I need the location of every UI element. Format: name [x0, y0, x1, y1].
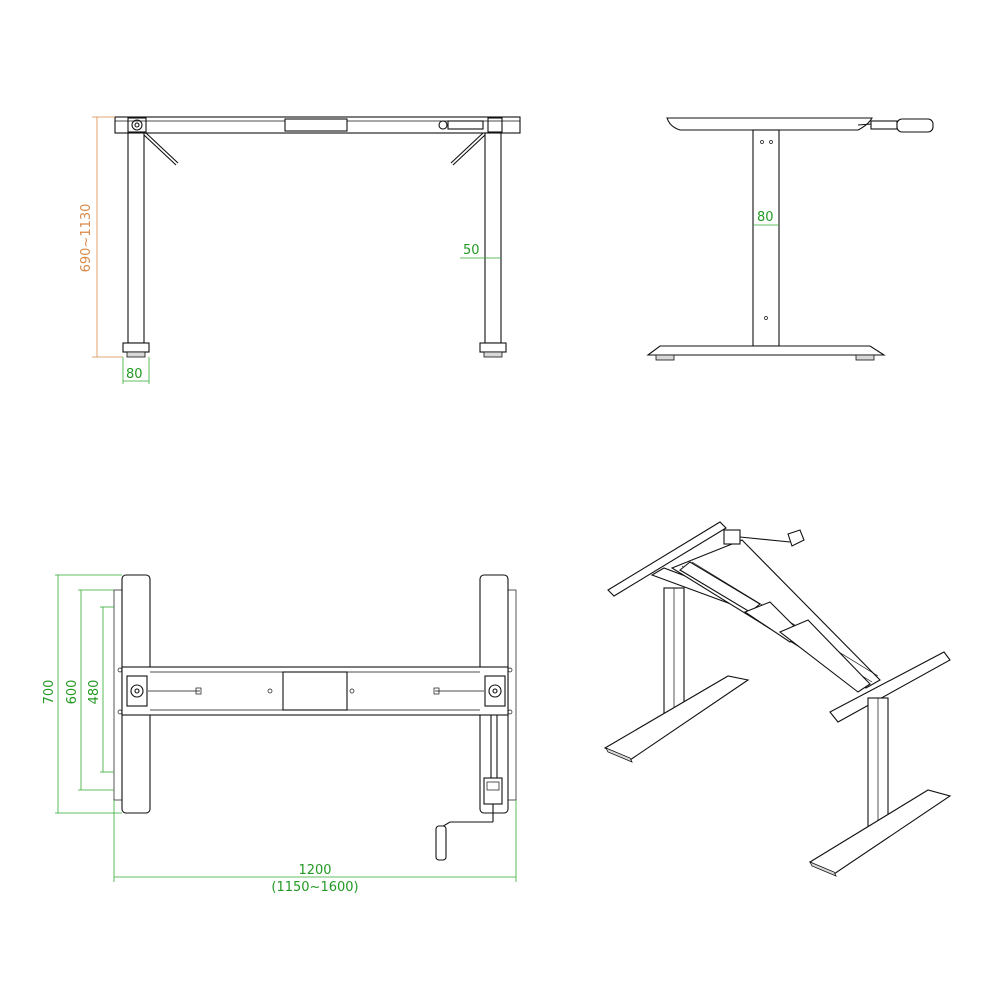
top-depth-outer-label: 700: [42, 680, 57, 705]
front-leg-width-label: 50: [463, 243, 480, 258]
side-view: 80: [646, 117, 934, 361]
front-height-label: 690~1130: [79, 204, 94, 273]
isometric-view: [603, 521, 952, 877]
side-leg-width-label: 80: [757, 210, 774, 225]
top-depth-inner-label: 480: [87, 680, 102, 705]
top-width-label: 1200: [298, 863, 331, 878]
top-width-range-label: (1150~1600): [271, 880, 358, 895]
front-view: 690~1130 50 80: [79, 116, 521, 384]
front-foot-width-label: 80: [126, 367, 143, 382]
top-depth-mid-label: 600: [65, 680, 80, 705]
top-view: 700 600 480 1200 (1150~1600): [42, 574, 517, 895]
